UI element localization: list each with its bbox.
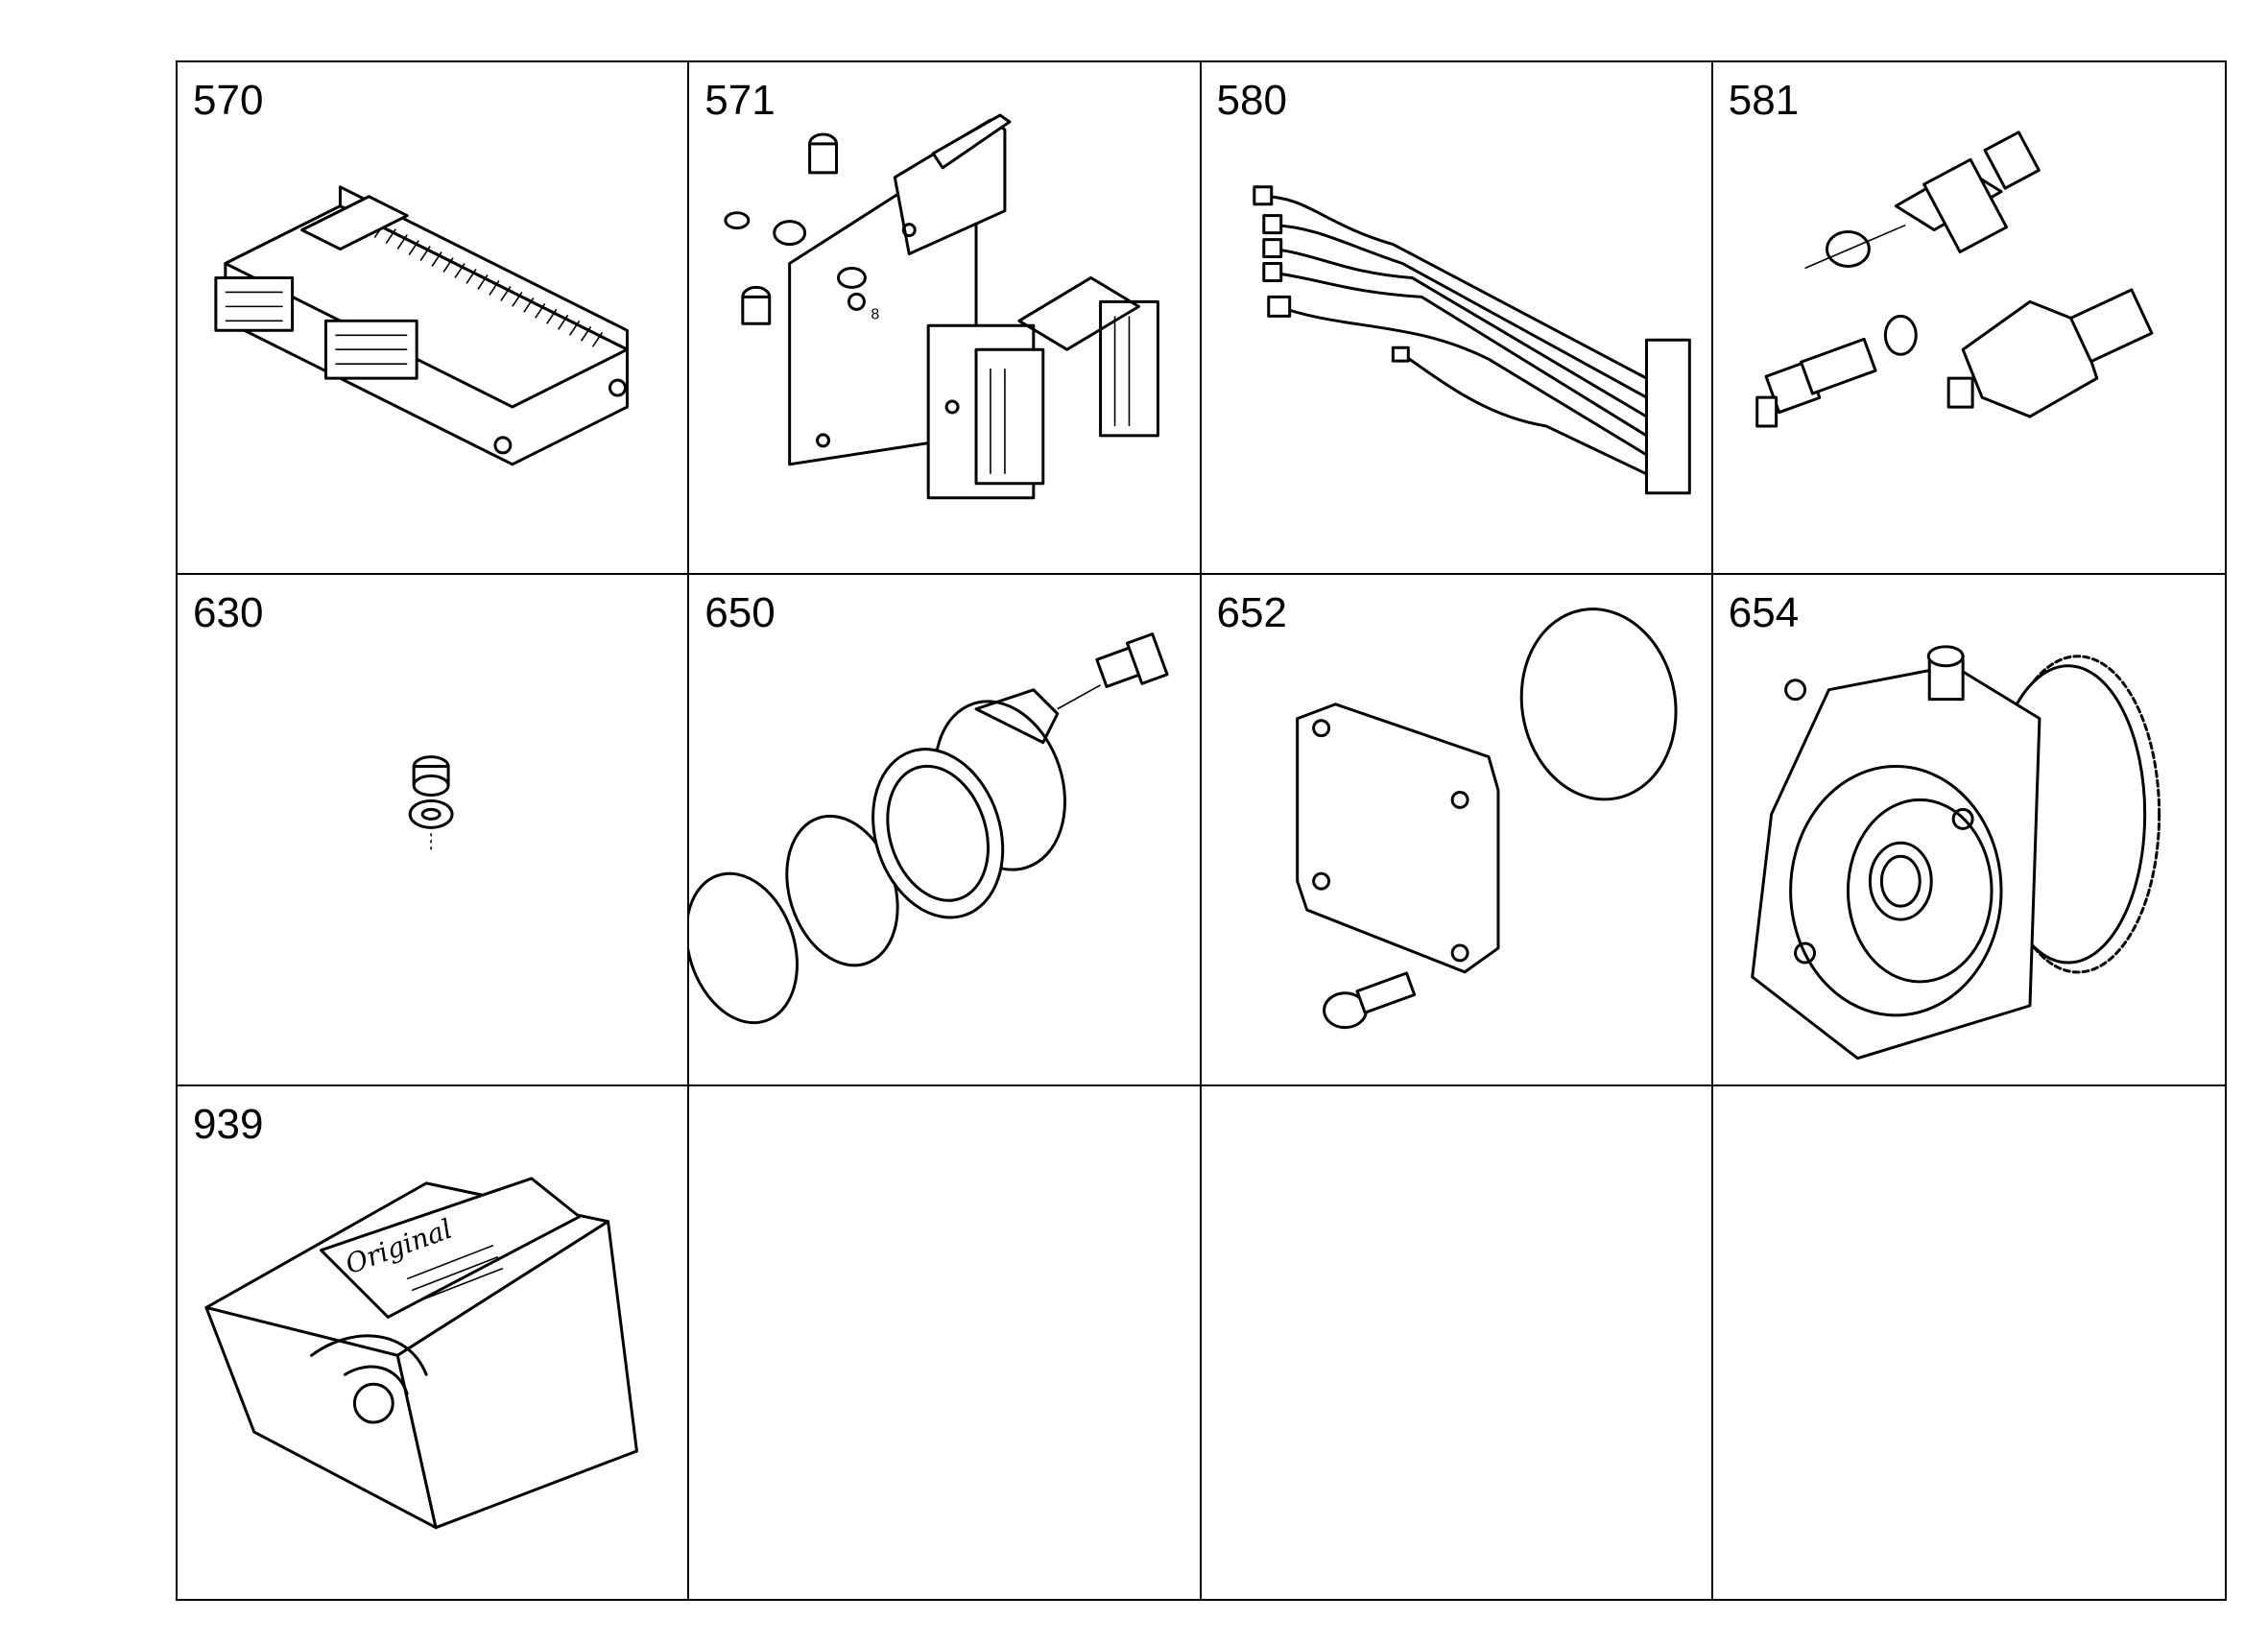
part-cell-571[interactable]: 571 8 (689, 62, 1202, 575)
callout-label: 8 (871, 306, 880, 322)
part-cell-581[interactable]: 581 (1712, 62, 2225, 575)
part-cell-654[interactable]: 654 (1712, 575, 2225, 1087)
part-cell-652[interactable]: 652 (1201, 574, 1713, 1087)
part-cell-570[interactable]: 570 (178, 62, 690, 575)
wiring-harness-icon (1252, 185, 1691, 495)
sensor-switches-icon (1755, 131, 2154, 428)
hydraulic-pump-gear-icon (1750, 644, 2161, 1060)
part-cell-650[interactable]: 650 (689, 574, 1202, 1087)
cover-plate-gasket-icon (1295, 607, 1678, 1029)
part-number: 570 (193, 77, 264, 124)
plug-screw-washer-icon (408, 754, 454, 852)
part-number: 580 (1216, 77, 1287, 124)
flange-orings-icon (689, 631, 1169, 1024)
part-number: 654 (1728, 588, 1800, 636)
part-cell-580[interactable]: 580 (1201, 62, 1713, 575)
original-parts-box-icon: Original (204, 1177, 638, 1530)
part-cell-939[interactable]: 939 Original (178, 1086, 690, 1599)
part-number: 939 (193, 1101, 264, 1149)
part-number: 630 (193, 588, 264, 636)
mounting-bracket-icon: 8 (724, 113, 1160, 500)
empty-cell (1202, 1086, 1713, 1599)
part-number: 652 (1216, 588, 1287, 636)
part-number: 581 (1728, 77, 1800, 124)
part-cell-630[interactable]: 630 (178, 574, 690, 1087)
empty-cell (689, 1086, 1202, 1599)
part-number: 571 (704, 77, 776, 124)
part-number: 650 (704, 588, 776, 636)
parts-grid: 570 (176, 60, 2227, 1601)
empty-cell (1713, 1086, 2225, 1599)
ecu-control-unit-icon (214, 185, 629, 466)
